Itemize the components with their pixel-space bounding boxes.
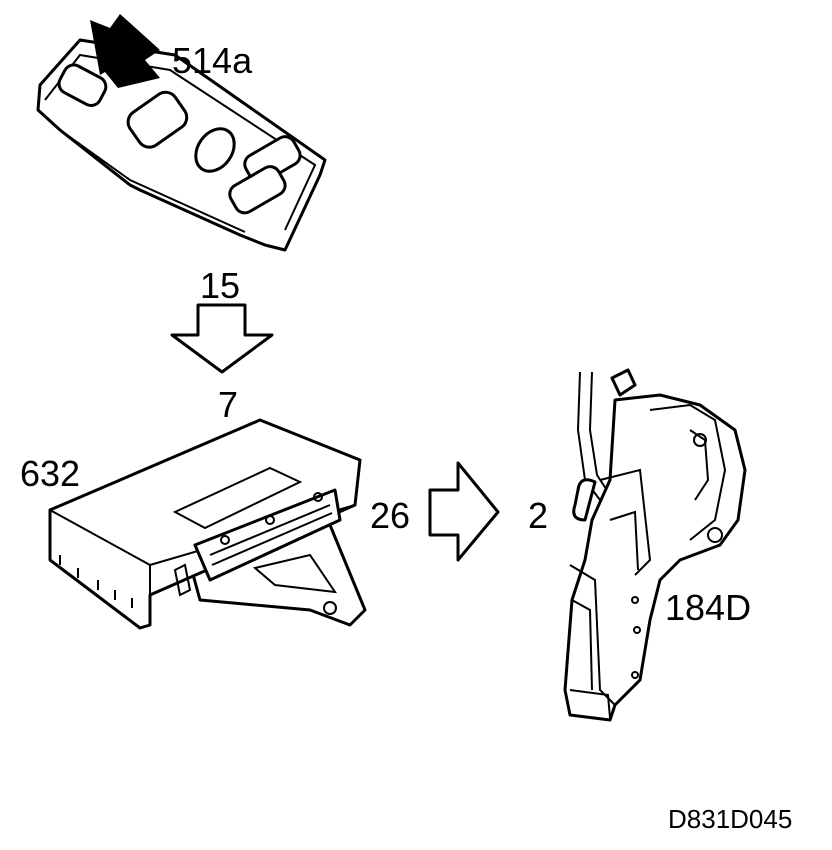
label-7: 7	[218, 384, 238, 425]
window-switch-panel	[36, 38, 327, 252]
reference-code: D831D045	[668, 804, 792, 834]
control-module	[48, 418, 367, 630]
label-15: 15	[200, 265, 240, 306]
signal-arrow-right	[428, 461, 500, 562]
label-184d: 184D	[665, 587, 751, 628]
label-2: 2	[528, 495, 548, 536]
door-lock-actuator	[563, 368, 747, 722]
label-514a: 514a	[172, 40, 253, 81]
label-632: 632	[20, 453, 80, 494]
pointer-arrow	[90, 14, 160, 88]
label-26: 26	[370, 495, 410, 536]
signal-arrow-down	[170, 303, 274, 374]
